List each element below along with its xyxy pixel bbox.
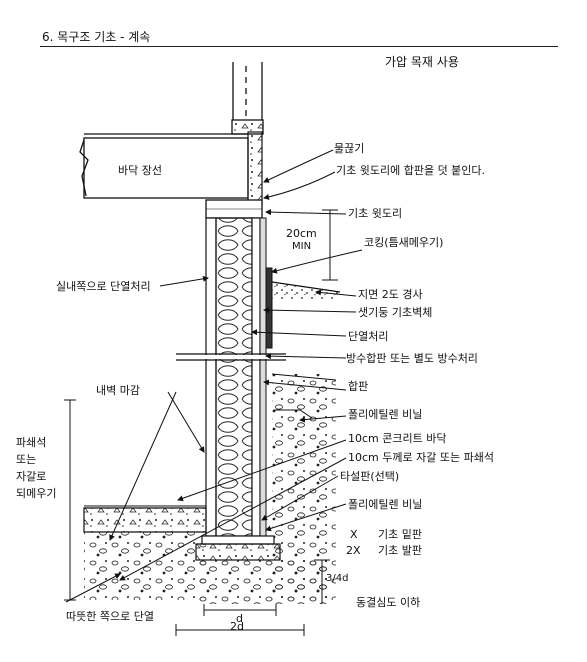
caulking-label: 코킹(틈새메우기) (364, 236, 444, 249)
dimension-min: MIN (292, 241, 312, 252)
backfill-line-2: 또는 (16, 453, 37, 466)
upper-wall-studs (231, 62, 264, 135)
grade-slope-label: 지면 2도 경사 (358, 288, 423, 301)
footing-plate-label: 기초 밑판 (378, 528, 422, 541)
backfill-line-3: 자갈로 (16, 470, 47, 483)
gravel-label: 10cm 두께로 자갈 또는 파쇄석 (348, 451, 494, 464)
frost-depth-label: 동결심도 이하 (356, 596, 421, 609)
interior-finish-label: 내벽 마감 (96, 384, 140, 397)
dimension-2d: 2d (230, 620, 244, 633)
plywood-over-sill-label: 기초 윗도리에 합판을 덧 붙인다. (336, 164, 486, 177)
tar-board-label: 타설판(선택) (340, 470, 400, 483)
section-title: 6. 목구조 기초 - 계속 (42, 30, 151, 44)
foundation-wall-label: 샛기둥 기초벽체 (358, 306, 433, 319)
insulation-label: 단열처리 (348, 330, 389, 343)
dimension-2x: 2X (346, 544, 361, 557)
subtitle: 가압 목재 사용 (385, 55, 459, 69)
polyethylene-label-1: 폴리에틸렌 비닐 (348, 408, 423, 421)
backfill-line-1: 파쇄석 (16, 436, 47, 449)
backfill-line-4: 되메우기 (16, 487, 57, 500)
warm-side-label: 따뜻한 쪽으로 단열 (66, 610, 154, 623)
waterproof-label: 방수합판 또는 별도 방수처리 (346, 352, 478, 365)
plywood-label: 합판 (348, 380, 369, 393)
dimension-20cm: 20cm (286, 227, 317, 240)
backfill-label: 파쇄석 또는 자갈로 되메우기 (16, 434, 56, 502)
sill-plate-label: 기초 윗도리 (348, 207, 403, 220)
floor-joist-label: 바닥 장선 (118, 164, 162, 177)
dimension-d: d (236, 612, 243, 625)
dimension-3-4d: 3/4d (326, 573, 349, 584)
footing-label: 기초 발판 (378, 544, 422, 557)
header-rule (40, 46, 558, 47)
dimension-x: X (350, 528, 358, 541)
interior-insulation-label: 실내쪽으로 단열처리 (56, 280, 151, 293)
polyethylene-label-2: 폴리에틸렌 비닐 (348, 498, 423, 511)
drip-cap-label: 물끊기 (334, 142, 365, 155)
concrete-floor-label: 10cm 콘크리트 바닥 (348, 432, 447, 445)
floor-joist-block (79, 133, 249, 199)
